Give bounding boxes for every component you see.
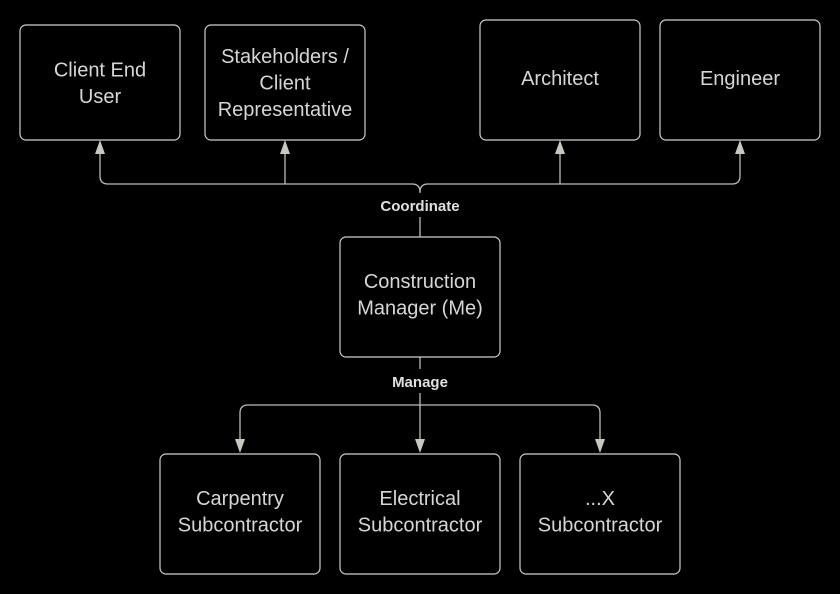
coordinate-connector xyxy=(95,140,745,237)
x-subcontractor-text: ...X Subcontractor xyxy=(538,488,663,537)
arrow-to-client-end-user xyxy=(95,140,105,154)
node-label-line: Engineer xyxy=(700,68,780,90)
node-label-line: Construction xyxy=(364,271,476,293)
arrow-to-engineer xyxy=(735,140,745,154)
arrow-to-electrical xyxy=(415,439,425,453)
arrow-to-stakeholders xyxy=(280,140,290,154)
node-label-line: Client End xyxy=(54,59,146,81)
node-label-line: Subcontractor xyxy=(178,514,303,536)
node-label-line: Subcontractor xyxy=(538,514,663,536)
node-label-line: Subcontractor xyxy=(358,514,483,536)
node-label-line: Electrical xyxy=(379,488,460,510)
manage-left-branch-line xyxy=(239,404,420,443)
manage-label: Manage xyxy=(392,374,448,391)
node-label-line: Stakeholders / xyxy=(221,46,349,68)
node-label-line: Manager (Me) xyxy=(357,297,483,319)
coordinate-left-branch-line xyxy=(99,150,412,185)
coordinate-right-branch-line xyxy=(419,150,741,193)
node-label-line: ...X xyxy=(585,488,615,510)
architect-box: Architect xyxy=(479,19,641,141)
engineer-text: Engineer xyxy=(700,68,780,90)
arrow-to-architect xyxy=(555,140,565,154)
coordinate-label-group: Coordinate xyxy=(366,193,474,217)
node-label-line: Representative xyxy=(218,99,353,121)
x-subcontractor-box: ...X Subcontractor xyxy=(519,453,681,575)
node-label-line: Architect xyxy=(521,68,599,90)
coordinate-label: Coordinate xyxy=(380,198,459,215)
node-label-line: Carpentry xyxy=(196,488,284,510)
manage-right-branch-line xyxy=(420,404,601,443)
node-label-line: User xyxy=(79,86,122,108)
architect-text: Architect xyxy=(521,68,599,90)
arrow-to-x-subcontractor xyxy=(595,439,605,453)
engineer-box: Engineer xyxy=(659,19,821,141)
node-label-line: Client xyxy=(259,73,311,95)
manage-label-group: Manage xyxy=(380,369,460,393)
arrow-to-carpentry xyxy=(235,439,245,453)
